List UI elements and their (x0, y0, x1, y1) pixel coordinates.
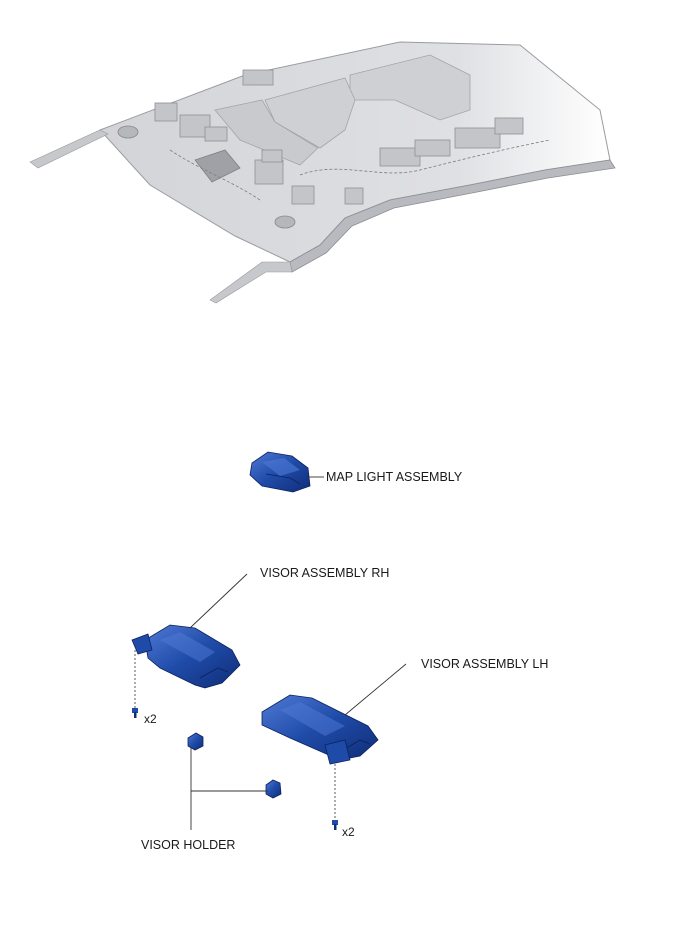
visor-holder-left (187, 732, 204, 751)
map-light-assembly (249, 451, 311, 493)
visor-assembly-rh-label: VISOR ASSEMBLY RH (260, 566, 390, 580)
screw-lh (332, 820, 338, 830)
visor-holder-right (265, 779, 282, 799)
visor-assembly-lh (261, 694, 379, 765)
visor-holder-leaders (190, 748, 268, 830)
screw-qty-rh-label: x2 (144, 712, 157, 726)
screw-qty-lh-label: x2 (342, 825, 355, 839)
visor-lh-leader (344, 663, 407, 716)
map-light-assembly-label: MAP LIGHT ASSEMBLY (326, 470, 463, 484)
visor-assembly-lh-label: VISOR ASSEMBLY LH (421, 657, 549, 671)
roof-headliner (29, 41, 616, 304)
screw-rh (132, 708, 138, 718)
visor-rh-leader (189, 573, 248, 629)
visor-holder-label: VISOR HOLDER (141, 838, 236, 852)
visor-assembly-rh (131, 624, 241, 689)
